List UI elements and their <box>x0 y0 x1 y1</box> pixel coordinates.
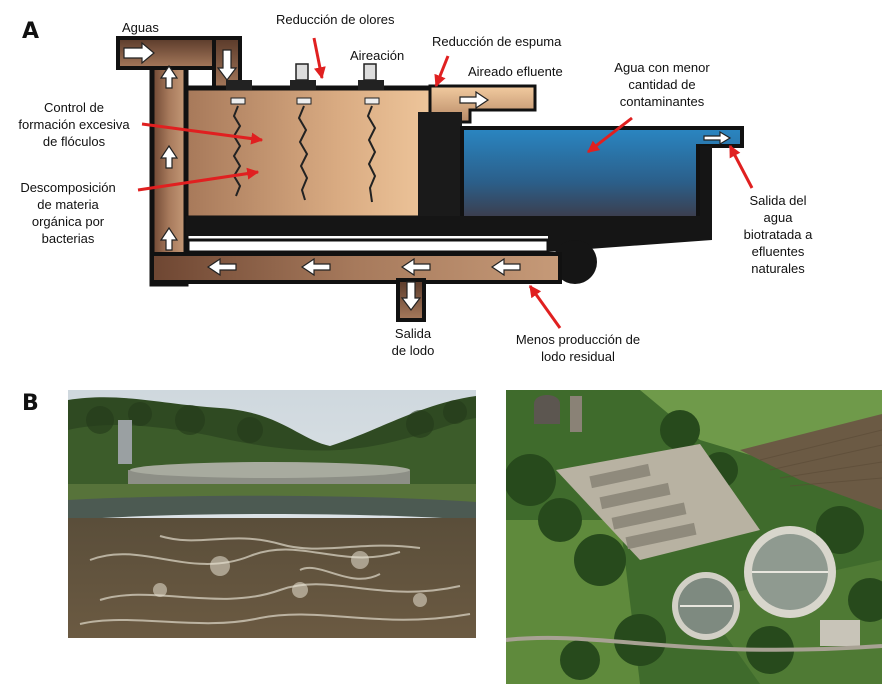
label-menos-produccion: Menos producción de lodo residual <box>516 332 640 364</box>
aerial-treatment-plant-photo <box>506 390 882 684</box>
floor-gap <box>186 238 550 254</box>
pointer-arrows <box>137 37 754 329</box>
svg-text:de flóculos: de flóculos <box>43 134 106 149</box>
clarifier-base <box>548 146 712 252</box>
svg-text:bacterias: bacterias <box>42 231 95 246</box>
sludge-outlet-pipe <box>396 278 426 322</box>
return-arrow-4 <box>206 257 237 277</box>
label-reduccion-espuma: Reducción de espuma <box>432 34 562 49</box>
aerator-2 <box>290 63 316 105</box>
label-salida-lodo: Salida de lodo <box>392 326 435 358</box>
label-control-floculos: Control de formación excesiva de flóculo… <box>18 100 130 149</box>
bubble-chains <box>232 105 377 203</box>
svg-text:Descomposición: Descomposición <box>20 180 115 195</box>
svg-text:efluentes: efluentes <box>752 244 805 259</box>
flow-arrows <box>123 41 732 311</box>
panel-label-b: B <box>22 391 39 416</box>
up-arrow-1 <box>159 64 179 89</box>
tank-floor <box>186 216 700 236</box>
up-arrow-3 <box>159 226 179 251</box>
svg-text:Salida del: Salida del <box>749 193 806 208</box>
svg-text:Agua con menor: Agua con menor <box>614 60 710 75</box>
return-arrow-1 <box>490 257 521 277</box>
outlet-arrow <box>703 130 732 146</box>
label-aguas: Aguas <box>122 20 159 35</box>
svg-text:Control de: Control de <box>44 100 104 115</box>
label-reduccion-olores: Reducción de olores <box>276 12 395 27</box>
sludge-hopper <box>553 240 597 284</box>
svg-text:naturales: naturales <box>751 261 805 276</box>
svg-text:formación excesiva: formación excesiva <box>18 117 130 132</box>
label-aireacion: Aireación <box>350 48 404 63</box>
panel-label-a: A <box>22 19 39 44</box>
svg-text:agua: agua <box>764 210 794 225</box>
divider-wall <box>418 112 462 222</box>
aeration-basin <box>183 85 443 221</box>
svg-text:lodo residual: lodo residual <box>541 349 615 364</box>
aeration-basin-photo <box>68 390 476 638</box>
svg-text:de materia: de materia <box>37 197 99 212</box>
downpipe-arrow <box>216 49 238 81</box>
effluent-arrow <box>459 90 490 110</box>
aerator-3 <box>358 63 384 105</box>
sludge-arrow <box>400 281 422 311</box>
svg-text:de lodo: de lodo <box>392 343 435 358</box>
svg-text:cantidad de: cantidad de <box>628 77 695 92</box>
inlet-arrow <box>123 41 155 65</box>
label-salida-agua: Salida del agua biotratada a efluentes n… <box>744 193 813 276</box>
svg-text:Salida: Salida <box>395 326 432 341</box>
aerator-1 <box>226 80 252 105</box>
label-agua-menor: Agua con menor cantidad de contaminantes <box>614 60 710 109</box>
return-pipe-vertical <box>149 59 189 287</box>
svg-text:Menos producción de: Menos producción de <box>516 332 640 347</box>
svg-text:contaminantes: contaminantes <box>620 94 705 109</box>
up-arrow-2 <box>159 144 179 169</box>
return-arrow-3 <box>300 257 331 277</box>
label-descomposicion: Descomposición de materia orgánica por b… <box>20 180 115 246</box>
svg-text:orgánica por: orgánica por <box>32 214 105 229</box>
aeration-tank-diagram <box>116 36 754 329</box>
svg-text:biotratada a: biotratada a <box>744 227 813 242</box>
label-aireado-efluente: Aireado efluente <box>468 64 563 79</box>
return-arrow-2 <box>400 257 431 277</box>
